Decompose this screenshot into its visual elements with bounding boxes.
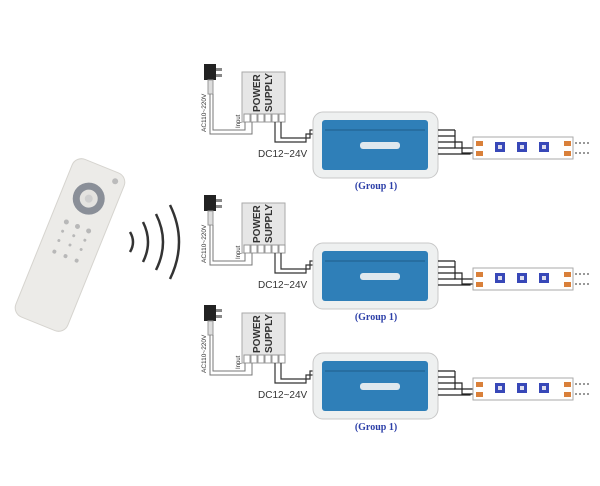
dc-voltage-label: DC12~24V xyxy=(258,149,308,160)
input-label: Input xyxy=(236,245,242,259)
power-plug-icon xyxy=(204,64,222,95)
group-label: (Group 1) xyxy=(355,312,397,323)
power-plug-icon xyxy=(204,305,222,336)
terminal xyxy=(257,354,265,364)
ac-wire xyxy=(209,335,253,376)
solder-pad xyxy=(564,392,571,397)
solder-pad xyxy=(564,272,571,277)
group-label: (Group 1) xyxy=(355,181,397,192)
power-supply-label: SUPPLY xyxy=(264,73,275,112)
output-wire xyxy=(454,261,478,280)
terminal xyxy=(264,113,272,123)
solder-pad xyxy=(476,282,483,287)
input-label: Input xyxy=(236,114,242,128)
terminal xyxy=(257,113,265,123)
terminal xyxy=(250,113,258,123)
group-label: (Group 1) xyxy=(355,422,397,433)
led-strip xyxy=(472,267,574,291)
ac-voltage-label: AC110~220V xyxy=(201,93,208,132)
power-supply-label: SUPPLY xyxy=(264,204,275,243)
output-wire xyxy=(438,284,471,286)
dc-wire xyxy=(280,363,316,380)
terminal xyxy=(264,354,272,364)
solder-pad xyxy=(476,141,483,146)
terminal xyxy=(278,354,286,364)
terminal xyxy=(271,244,279,254)
ac-wire xyxy=(209,225,253,266)
solder-pad xyxy=(476,272,483,277)
dc-wire xyxy=(274,363,316,384)
led-strip xyxy=(472,136,574,160)
terminal xyxy=(257,244,265,254)
led-controller xyxy=(312,111,439,179)
solder-pad xyxy=(564,282,571,287)
power-supply-label: POWER xyxy=(252,204,263,243)
terminal xyxy=(278,244,286,254)
ac-wire xyxy=(212,335,246,372)
dc-voltage-label: DC12~24V xyxy=(258,390,308,401)
dc-voltage-label: DC12~24V xyxy=(258,280,308,291)
terminal xyxy=(243,113,251,123)
terminal xyxy=(271,113,279,123)
solder-pad xyxy=(564,151,571,156)
wireless-signal-icon xyxy=(128,204,181,280)
terminal xyxy=(250,354,258,364)
solder-pad xyxy=(476,382,483,387)
remote-control xyxy=(14,158,126,332)
led-controller xyxy=(312,242,439,310)
terminal xyxy=(278,113,286,123)
output-wire xyxy=(438,153,471,155)
power-supply-label: POWER xyxy=(252,314,263,353)
solder-pad xyxy=(476,151,483,156)
solder-pad xyxy=(564,382,571,387)
power-supply-label: POWER xyxy=(252,73,263,112)
terminal xyxy=(271,354,279,364)
terminal xyxy=(243,354,251,364)
ac-wire xyxy=(212,225,246,262)
ac-wire xyxy=(209,94,253,135)
dc-wire xyxy=(274,122,316,143)
solder-pad xyxy=(564,141,571,146)
output-wire xyxy=(454,371,478,390)
ac-voltage-label: AC110~220V xyxy=(201,334,208,373)
terminal xyxy=(243,244,251,254)
output-wire xyxy=(454,130,478,149)
terminal xyxy=(250,244,258,254)
dc-wire xyxy=(274,253,316,274)
power-plug-icon xyxy=(204,195,222,226)
ac-wire xyxy=(212,94,246,131)
led-controller xyxy=(312,352,439,420)
led-strip xyxy=(472,377,574,401)
input-label: Input xyxy=(236,355,242,369)
ac-voltage-label: AC110~220V xyxy=(201,224,208,263)
terminal xyxy=(264,244,272,254)
power-supply-label: SUPPLY xyxy=(264,314,275,353)
solder-pad xyxy=(476,392,483,397)
dc-wire xyxy=(280,253,316,270)
output-wire xyxy=(438,394,471,396)
dc-wire xyxy=(280,122,316,139)
